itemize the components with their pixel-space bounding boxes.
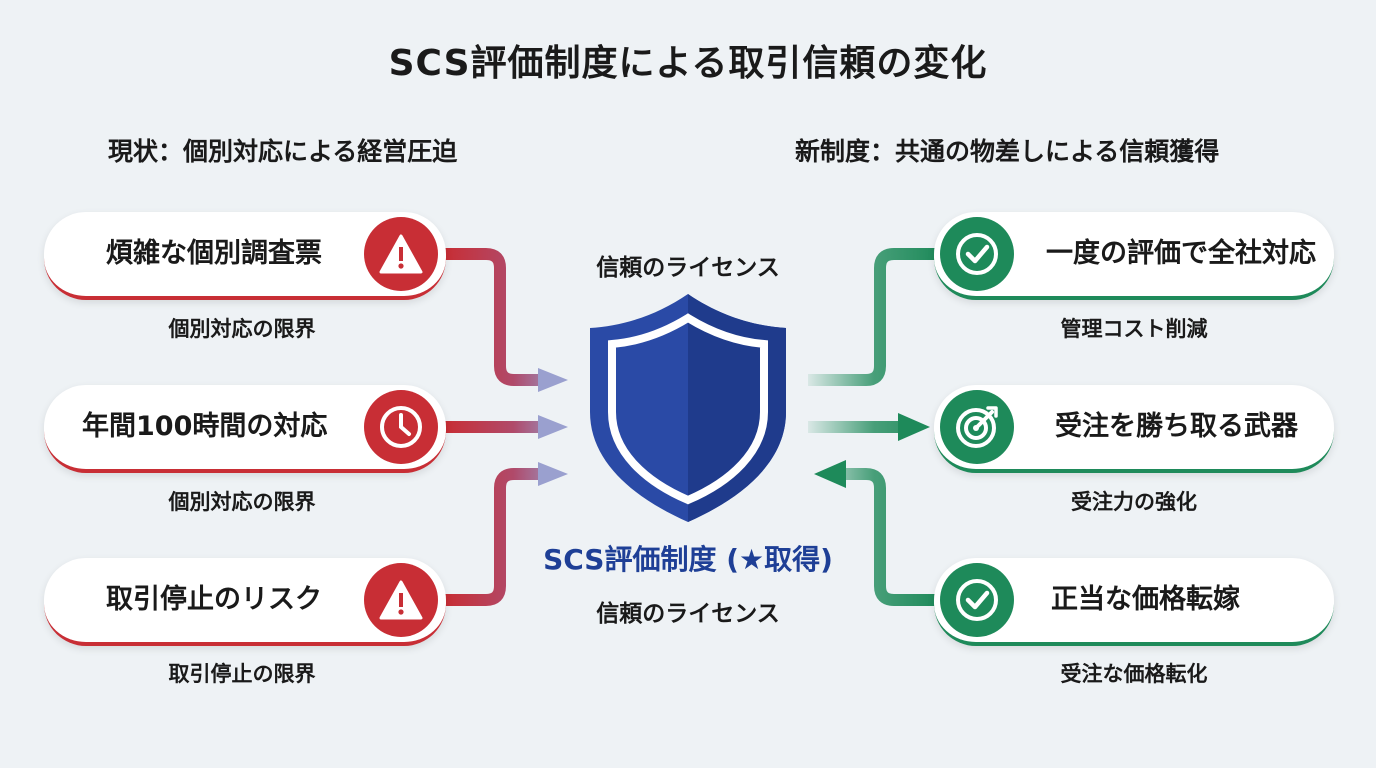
shield-icon xyxy=(590,294,786,522)
left-card-1-sub: 個別対応の限界 xyxy=(168,317,316,341)
connector-right-bottom xyxy=(842,468,940,606)
right-card-1-sub: 管理コスト削減 xyxy=(1060,317,1208,341)
right-card-3: 正当な価格転嫁 xyxy=(934,558,1334,646)
left-card-3: 取引停止のリスク xyxy=(44,558,446,646)
warning-icon xyxy=(364,563,438,637)
right-column-heading: 新制度：共通の物差しによる信頼獲得 xyxy=(795,137,1220,166)
check-circle-icon xyxy=(940,563,1014,637)
right-card-3-label: 正当な価格転嫁 xyxy=(1051,584,1240,615)
arrowhead-left-bottom xyxy=(538,462,568,486)
check-circle-icon xyxy=(940,217,1014,291)
right-card-2-label: 受注を勝ち取る武器 xyxy=(1055,411,1298,442)
clock-icon xyxy=(364,390,438,464)
left-card-3-sub: 取引停止の限界 xyxy=(168,662,316,686)
left-card-1-label: 煩雑な個別調査票 xyxy=(106,238,322,269)
license-caption-top: 信頼のライセンス xyxy=(596,255,780,281)
right-card-1-label: 一度の評価で全社対応 xyxy=(1046,238,1316,269)
left-card-2-label: 年間100時間の対応 xyxy=(82,411,328,442)
warning-icon xyxy=(364,217,438,291)
arrowhead-right-bottom xyxy=(814,460,846,488)
connector-left-bottom xyxy=(445,468,540,606)
left-card-2: 年間100時間の対応 xyxy=(44,385,446,473)
center-label: SCS評価制度 (★取得) xyxy=(543,543,833,576)
left-card-2-sub: 個別対応の限界 xyxy=(168,490,316,514)
target-icon xyxy=(940,390,1014,464)
connector-right-top xyxy=(808,248,940,386)
right-card-2-sub: 受注力の強化 xyxy=(1071,490,1197,514)
right-card-1: 一度の評価で全社対応 xyxy=(934,212,1334,300)
connector-left-top xyxy=(445,248,540,386)
right-card-3-sub: 受注な価格転化 xyxy=(1060,662,1208,686)
left-card-3-label: 取引停止のリスク xyxy=(106,584,322,615)
left-card-1: 煩雑な個別調査票 xyxy=(44,212,446,300)
page-title: SCS評価制度による取引信頼の変化 xyxy=(388,43,988,84)
left-column-heading: 現状：個別対応による経営圧迫 xyxy=(108,137,458,166)
arrowhead-left-middle xyxy=(538,415,568,439)
arrowhead-left-top xyxy=(538,368,568,392)
arrowhead-right-middle xyxy=(898,413,930,441)
license-caption-bottom: 信頼のライセンス xyxy=(596,601,780,627)
right-card-2: 受注を勝ち取る武器 xyxy=(934,385,1334,473)
